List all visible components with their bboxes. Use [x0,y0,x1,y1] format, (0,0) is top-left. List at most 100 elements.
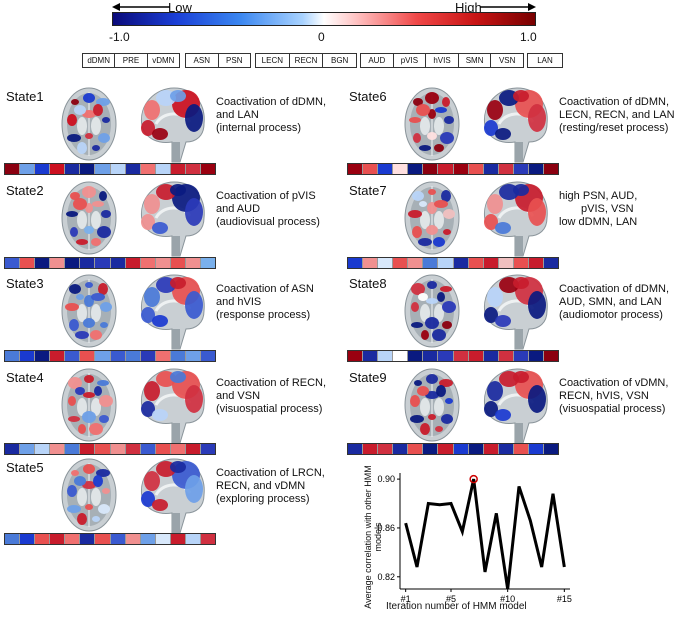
strip-cell [393,351,409,361]
state-label: State4 [6,370,44,385]
strip-cell [423,444,439,454]
state-description-line: Coactivation of ASN [216,283,314,295]
network-label: VSN [498,56,516,65]
axial-brain-image [61,458,117,532]
strip-cell [125,258,141,268]
strip-cell [20,444,36,454]
state-description: Coactivation of vDMN,RECN, hVIS, VSN(vis… [559,377,685,416]
strip-cell [65,258,81,268]
strip-cell [185,164,202,174]
state-description-line: Coactivation of pVIS [216,190,316,202]
state-description: Coactivation of dDMN,LECN, RECN, and LAN… [559,96,685,135]
network-label: BGN [331,56,349,65]
strip-cell [95,444,111,454]
strip-cell [201,351,216,361]
strip-cell [468,351,484,361]
strip-cell [155,164,171,174]
colorbar-tick-max: 1.0 [520,30,537,44]
strip-cell [140,444,156,454]
strip-cell [35,534,51,544]
state-description-line: and hVIS [216,296,262,308]
strip-cell [110,258,126,268]
strip-cell [35,258,51,268]
state-description-line: AUD, SMN, and LAN [559,296,662,308]
network-group-dmn: dDMN PRE vDMN [82,53,180,68]
state-description-line: Coactivation of vDMN, [559,377,669,389]
x-tick-label: #10 [500,594,515,604]
strip-cell [513,164,529,174]
network-label: AUD [361,54,394,67]
strip-cell [170,444,186,454]
network-group-language: LAN [527,53,563,68]
strip-cell [95,258,111,268]
strip-cell [528,351,545,361]
strip-cell [20,351,36,361]
strip-cell [50,164,66,174]
strip-cell [170,258,186,268]
state-label: State7 [349,183,387,198]
highlight-point [469,474,478,484]
y-tick-label: 0.86 [377,523,395,533]
strip-cell [498,351,514,361]
strip-cell [513,444,529,454]
strip-cell [80,164,96,174]
strip-cell [50,534,66,544]
strip-cell [185,444,202,454]
strip-cell [348,164,364,174]
strip-cell [201,444,216,454]
strip-cell [363,444,379,454]
strip-cell [65,534,81,544]
strip-cell [65,444,81,454]
network-activation-strip [4,443,216,455]
state-description-line: and AUD [216,203,261,215]
strip-cell [155,258,171,268]
state-description: Coactivation of LRCN,RECN, and vDMN(expl… [216,467,342,506]
strip-cell [140,164,156,174]
strip-cell [528,258,545,268]
network-activation-strip [4,533,216,545]
strip-cell [483,351,499,361]
network-label: dDMN [83,54,116,67]
sagittal-brain-image [483,368,548,444]
state-description-line: Coactivation of RECN, [216,377,327,389]
strip-cell [423,258,439,268]
strip-cell [95,164,111,174]
strip-cell [80,351,96,361]
network-label: PSN [226,56,243,65]
strip-cell [544,444,559,454]
strip-cell [528,164,545,174]
strip-cell [438,444,454,454]
axial-brain-image [404,368,460,442]
strip-cell [110,164,126,174]
strip-cell [453,444,469,454]
state-description-line: and VSN [216,390,261,402]
strip-cell [5,258,21,268]
network-label: LECN [256,54,290,67]
strip-cell [80,444,96,454]
strip-cell [140,534,156,544]
strip-cell [423,164,439,174]
strip-cell [498,444,514,454]
strip-cell [170,351,186,361]
strip-cell [201,258,216,268]
chart-x-axis-label: Iteration number of HMM model [386,601,527,612]
state-description-line: pVIS, VSN [581,203,634,215]
low-arrow-icon [112,3,170,11]
state-description-line: Coactivation of LRCN, [216,467,325,479]
strip-cell [348,444,364,454]
strip-cell [35,444,51,454]
strip-cell [20,534,36,544]
strip-cell [378,351,394,361]
sagittal-brain-image [483,274,548,350]
strip-cell [201,534,216,544]
strip-cell [185,258,202,268]
strip-cell [125,351,141,361]
strip-cell [110,444,126,454]
network-activation-strip [347,257,559,269]
state-description-line: low dDMN, LAN [559,216,638,228]
state-description: Coactivation of dDMN,AUD, SMN, and LAN(a… [559,283,685,322]
low-label: Low [168,0,192,15]
sagittal-brain-image [483,87,548,163]
strip-cell [185,351,202,361]
